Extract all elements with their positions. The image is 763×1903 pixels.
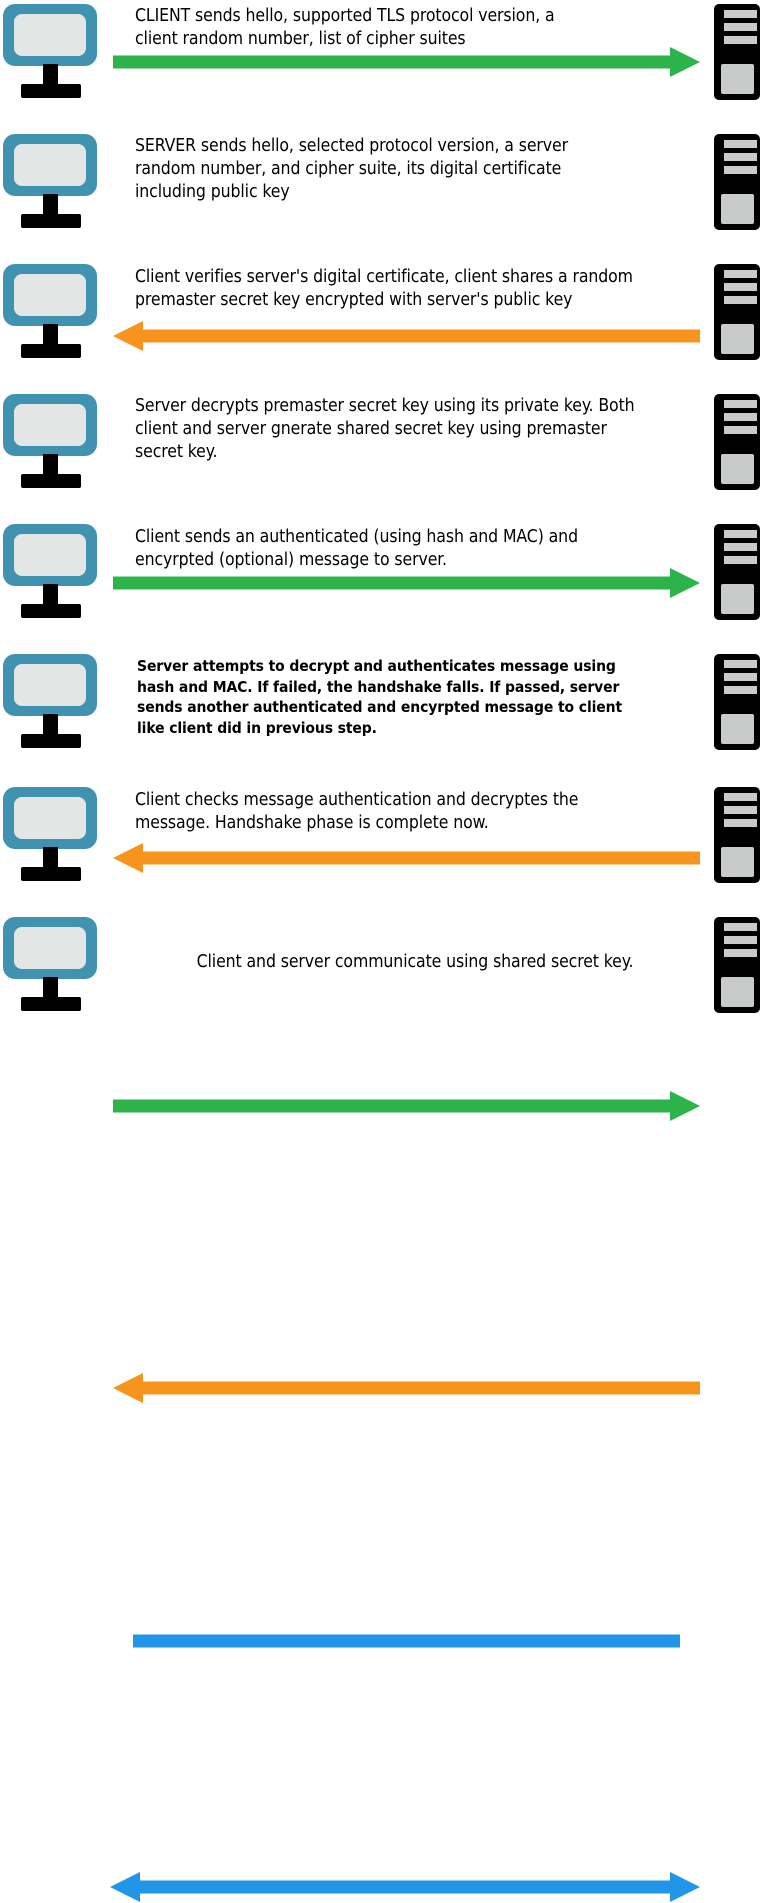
server-tower-icon bbox=[714, 394, 760, 490]
client-monitor-icon bbox=[3, 134, 97, 229]
handshake-step-8: Client and server communicate using shar… bbox=[0, 913, 763, 1902]
client-stand-neck bbox=[43, 584, 58, 606]
client-stand-neck bbox=[43, 714, 58, 736]
step-3-message: Client verifies server's digital certifi… bbox=[135, 267, 633, 310]
handshake-step-6: Server attempts to decrypt and authentic… bbox=[0, 650, 763, 1403]
server-tower-icon bbox=[714, 654, 760, 750]
handshake-step-2: SERVER sends hello, selected protocol ve… bbox=[0, 130, 763, 351]
server-slot-3 bbox=[724, 819, 757, 827]
client-stand-base bbox=[21, 474, 81, 488]
server-tower-icon bbox=[714, 787, 760, 883]
client-screen-glass bbox=[14, 274, 86, 316]
arrow-left-icon bbox=[113, 320, 700, 352]
server-tower-icon bbox=[714, 264, 760, 360]
client-stand-base bbox=[21, 604, 81, 618]
client-monitor-icon bbox=[3, 917, 97, 1012]
client-stand-neck bbox=[43, 64, 58, 86]
client-monitor-icon bbox=[3, 524, 97, 619]
server-drive-bay bbox=[721, 454, 754, 484]
client-stand-base bbox=[21, 214, 81, 228]
server-slot-1 bbox=[724, 400, 757, 408]
handshake-step-3: Client verifies server's digital certifi… bbox=[0, 260, 763, 598]
server-tower-icon bbox=[714, 4, 760, 100]
handshake-step-7: Client checks message authentication and… bbox=[0, 783, 763, 1648]
client-screen-glass bbox=[14, 144, 86, 186]
server-slot-3 bbox=[724, 686, 757, 694]
server-slot-2 bbox=[724, 413, 757, 421]
client-stand-base bbox=[21, 84, 81, 98]
client-screen-glass bbox=[14, 14, 86, 56]
client-stand-base bbox=[21, 344, 81, 358]
client-stand-neck bbox=[43, 454, 58, 476]
server-slot-3 bbox=[724, 36, 757, 44]
client-stand-neck bbox=[43, 324, 58, 346]
server-slot-3 bbox=[724, 949, 757, 957]
server-slot-2 bbox=[724, 23, 757, 31]
client-monitor-icon bbox=[3, 394, 97, 489]
arrow-left-icon bbox=[113, 842, 700, 874]
client-screen-glass bbox=[14, 664, 86, 706]
server-slot-2 bbox=[724, 936, 757, 944]
client-stand-neck bbox=[43, 847, 58, 869]
server-tower-icon bbox=[714, 917, 760, 1013]
step-1-message: CLIENT sends hello, supported TLS protoc… bbox=[135, 6, 555, 49]
server-slot-2 bbox=[724, 806, 757, 814]
client-screen-glass bbox=[14, 927, 86, 969]
server-slot-1 bbox=[724, 530, 757, 538]
client-screen-glass bbox=[14, 534, 86, 576]
handshake-step-4: Server decrypts premaster secret key usi… bbox=[0, 390, 763, 873]
server-slot-3 bbox=[724, 296, 757, 304]
step-5-message: Client sends an authenticated (using has… bbox=[135, 527, 578, 570]
client-monitor-icon bbox=[3, 654, 97, 749]
client-stand-neck bbox=[43, 194, 58, 216]
server-drive-bay bbox=[721, 977, 754, 1007]
arrow-left-icon bbox=[113, 1372, 700, 1404]
server-slot-3 bbox=[724, 166, 757, 174]
server-drive-bay bbox=[721, 584, 754, 614]
client-monitor-icon bbox=[3, 787, 97, 882]
server-slot-1 bbox=[724, 270, 757, 278]
client-screen-glass bbox=[14, 404, 86, 446]
client-stand-base bbox=[21, 997, 81, 1011]
server-slot-1 bbox=[724, 10, 757, 18]
step-6-message: Server attempts to decrypt and authentic… bbox=[137, 657, 623, 737]
client-stand-base bbox=[21, 734, 81, 748]
client-screen-glass bbox=[14, 797, 86, 839]
server-slot-1 bbox=[724, 140, 757, 148]
client-monitor-icon bbox=[3, 4, 97, 99]
server-drive-bay bbox=[721, 194, 754, 224]
server-slot-2 bbox=[724, 543, 757, 551]
server-slot-2 bbox=[724, 673, 757, 681]
handshake-step-5: Client sends an authenticated (using has… bbox=[0, 520, 763, 1121]
client-monitor-icon bbox=[3, 264, 97, 359]
handshake-step-1: CLIENT sends hello, supported TLS protoc… bbox=[0, 0, 763, 130]
arrow-bar-icon bbox=[133, 1625, 680, 1657]
arrow-right-icon bbox=[113, 567, 700, 599]
server-tower-icon bbox=[714, 524, 760, 620]
server-slot-1 bbox=[724, 923, 757, 931]
server-tower-icon bbox=[714, 134, 760, 230]
server-slot-1 bbox=[724, 793, 757, 801]
step-8-message: Client and server communicate using shar… bbox=[196, 952, 634, 972]
server-drive-bay bbox=[721, 64, 754, 94]
server-drive-bay bbox=[721, 847, 754, 877]
server-slot-1 bbox=[724, 660, 757, 668]
server-slot-2 bbox=[724, 153, 757, 161]
server-slot-2 bbox=[724, 283, 757, 291]
step-4-message: Server decrypts premaster secret key usi… bbox=[135, 396, 635, 462]
arrow-right-icon bbox=[113, 1090, 700, 1122]
client-stand-neck bbox=[43, 977, 58, 999]
arrow-right-icon bbox=[113, 46, 700, 78]
step-2-message: SERVER sends hello, selected protocol ve… bbox=[135, 136, 568, 202]
server-slot-3 bbox=[724, 556, 757, 564]
server-slot-3 bbox=[724, 426, 757, 434]
step-7-message: Client checks message authentication and… bbox=[135, 790, 579, 833]
server-drive-bay bbox=[721, 714, 754, 744]
server-drive-bay bbox=[721, 324, 754, 354]
arrow-both-ways-icon bbox=[110, 1871, 700, 1903]
client-stand-base bbox=[21, 867, 81, 881]
